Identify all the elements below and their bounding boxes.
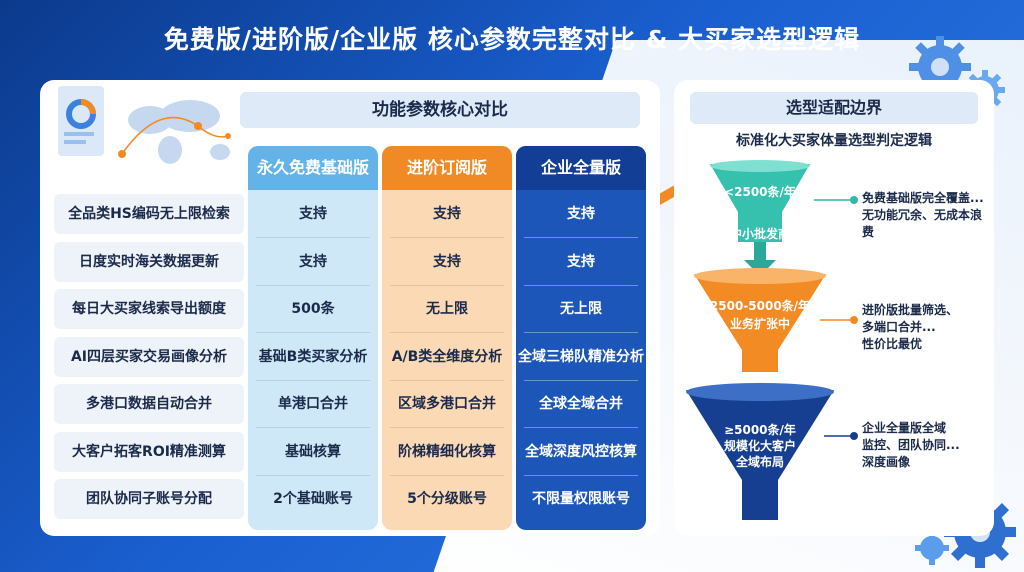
row-divider — [390, 427, 504, 428]
row-divider — [524, 379, 638, 381]
row-label: 多港口数据自动合并 — [54, 384, 244, 424]
table-cell: 支持 — [433, 253, 461, 270]
tier-1-note-line: 无功能冗余、无成本浪费 — [862, 208, 983, 239]
tier-2-note-line: 多端口合并... — [862, 320, 936, 334]
row-label: 每日大买家线索导出额度 — [54, 289, 244, 329]
table-cell: 全球全域合并 — [539, 396, 623, 412]
connector-dot-3 — [850, 432, 858, 440]
column-header: 永久免费基础版 — [248, 146, 378, 190]
column-background — [382, 146, 512, 530]
row-label: AI四层买家交易画像分析 — [54, 336, 244, 377]
table-cell: 500条 — [291, 301, 335, 317]
table-cell: 全域三梯队精准分析 — [518, 348, 644, 365]
column-header: 企业全量版 — [516, 146, 646, 190]
table-cell: 支持 — [567, 206, 595, 222]
funnel-tier-1-top — [710, 160, 810, 172]
funnel-tier-3 — [686, 390, 834, 520]
connector-dot-2 — [850, 316, 858, 324]
comparison-header: 功能参数核心对比 — [240, 92, 640, 128]
funnel-tier-3-top — [686, 383, 834, 401]
tier-3-note-line: 深度画像 — [862, 455, 911, 469]
row-label: 全品类HS编码无上限检索 — [54, 194, 244, 234]
row-divider — [524, 284, 638, 286]
funnel-tier-2 — [694, 274, 826, 372]
row-divider — [524, 237, 638, 238]
page-title: 免费版/进阶版/企业版 核心参数完整对比 & 大买家选型逻辑 — [163, 25, 861, 54]
table-cell: A/B类全维度分析 — [391, 348, 503, 365]
table-cell: 2个基础账号 — [273, 491, 353, 507]
tier-3-segment-2: 全域布局 — [735, 455, 784, 469]
row-label: 团队协同子账号分配 — [54, 479, 244, 519]
row-divider — [524, 332, 638, 333]
column-background — [516, 146, 646, 530]
funnel-diagram — [686, 160, 858, 520]
tier-2-note-line: 性价比最优 — [862, 337, 923, 351]
table-cell: 基础B类买家分析 — [258, 348, 368, 365]
funnel-tier-1 — [710, 164, 810, 242]
table-cell: 支持 — [299, 206, 327, 222]
row-divider — [256, 284, 370, 286]
tier-3-note-line: 监控、团队协同... — [862, 438, 960, 452]
table-cell: 单港口合并 — [278, 396, 348, 412]
tier-2-volume: 2500-5000条/年 — [709, 299, 811, 313]
tier-2-note-line: 进阶版批量筛选、 — [862, 303, 959, 317]
row-divider — [390, 474, 504, 476]
table-cell: 5个分级账号 — [407, 491, 487, 507]
row-divider — [390, 332, 504, 333]
table-cell: 无上限 — [426, 301, 468, 317]
row-divider — [390, 284, 504, 286]
row-divider — [524, 474, 638, 476]
tier-3-note: 企业全量版全域 监控、团队协同... 深度画像 — [862, 420, 992, 471]
selection-panel: 选型适配边界 标准化大买家体量选型判定逻辑 <2500条/年 中小批发商 250… — [674, 80, 994, 536]
selection-subtitle: 标准化大买家体量选型判定逻辑 — [736, 133, 932, 149]
table-cell: 基础核算 — [285, 443, 341, 460]
tier-1-note: 免费基础版完全覆盖... 无功能冗余、无成本浪费 — [862, 190, 992, 241]
tier-3-segment: 规模化大客户 — [723, 439, 796, 453]
row-divider — [256, 332, 370, 333]
row-divider — [390, 237, 504, 238]
table-cell: 支持 — [299, 253, 327, 270]
tier-3-volume: ≥5000条/年 — [724, 423, 796, 437]
row-label: 大客户拓客ROI精准测算 — [54, 431, 244, 472]
comparison-panel: 功能参数核心对比 永久免费基础版进阶订阅版企业全量版全品类HS编码无上限检索支持… — [40, 80, 660, 536]
table-cell: 无上限 — [560, 301, 602, 317]
tier-1-note-line: 免费基础版完全覆盖... — [862, 191, 984, 205]
tier-1-segment: 中小批发商 — [729, 227, 790, 241]
funnel-tier-2-top — [694, 268, 826, 284]
row-divider — [256, 379, 370, 381]
tier-3-note-line: 企业全量版全域 — [862, 421, 947, 435]
arrow-shaft — [754, 242, 766, 262]
table-cell: 全域深度风控核算 — [525, 443, 637, 460]
row-divider — [256, 474, 370, 476]
connector-dot-1 — [850, 196, 858, 204]
tier-2-note: 进阶版批量筛选、 多端口合并... 性价比最优 — [862, 302, 992, 353]
column-background — [248, 146, 378, 530]
table-cell: 支持 — [567, 253, 595, 270]
world-map-icon — [58, 86, 231, 164]
row-divider — [390, 379, 504, 381]
selection-header: 选型适配边界 — [690, 92, 978, 124]
row-divider — [256, 237, 370, 238]
table-cell: 支持 — [433, 206, 461, 222]
column-header: 进阶订阅版 — [382, 146, 512, 190]
row-label: 日度实时海关数据更新 — [54, 241, 244, 282]
row-divider — [524, 427, 638, 428]
table-cell: 阶梯精细化核算 — [398, 443, 496, 460]
row-divider — [256, 427, 370, 428]
table-cell: 区域多港口合并 — [398, 396, 496, 412]
table-cell: 不限量权限账号 — [532, 491, 630, 507]
tier-2-segment: 业务扩张中 — [729, 317, 790, 331]
tier-1-volume: <2500条/年 — [724, 185, 796, 199]
